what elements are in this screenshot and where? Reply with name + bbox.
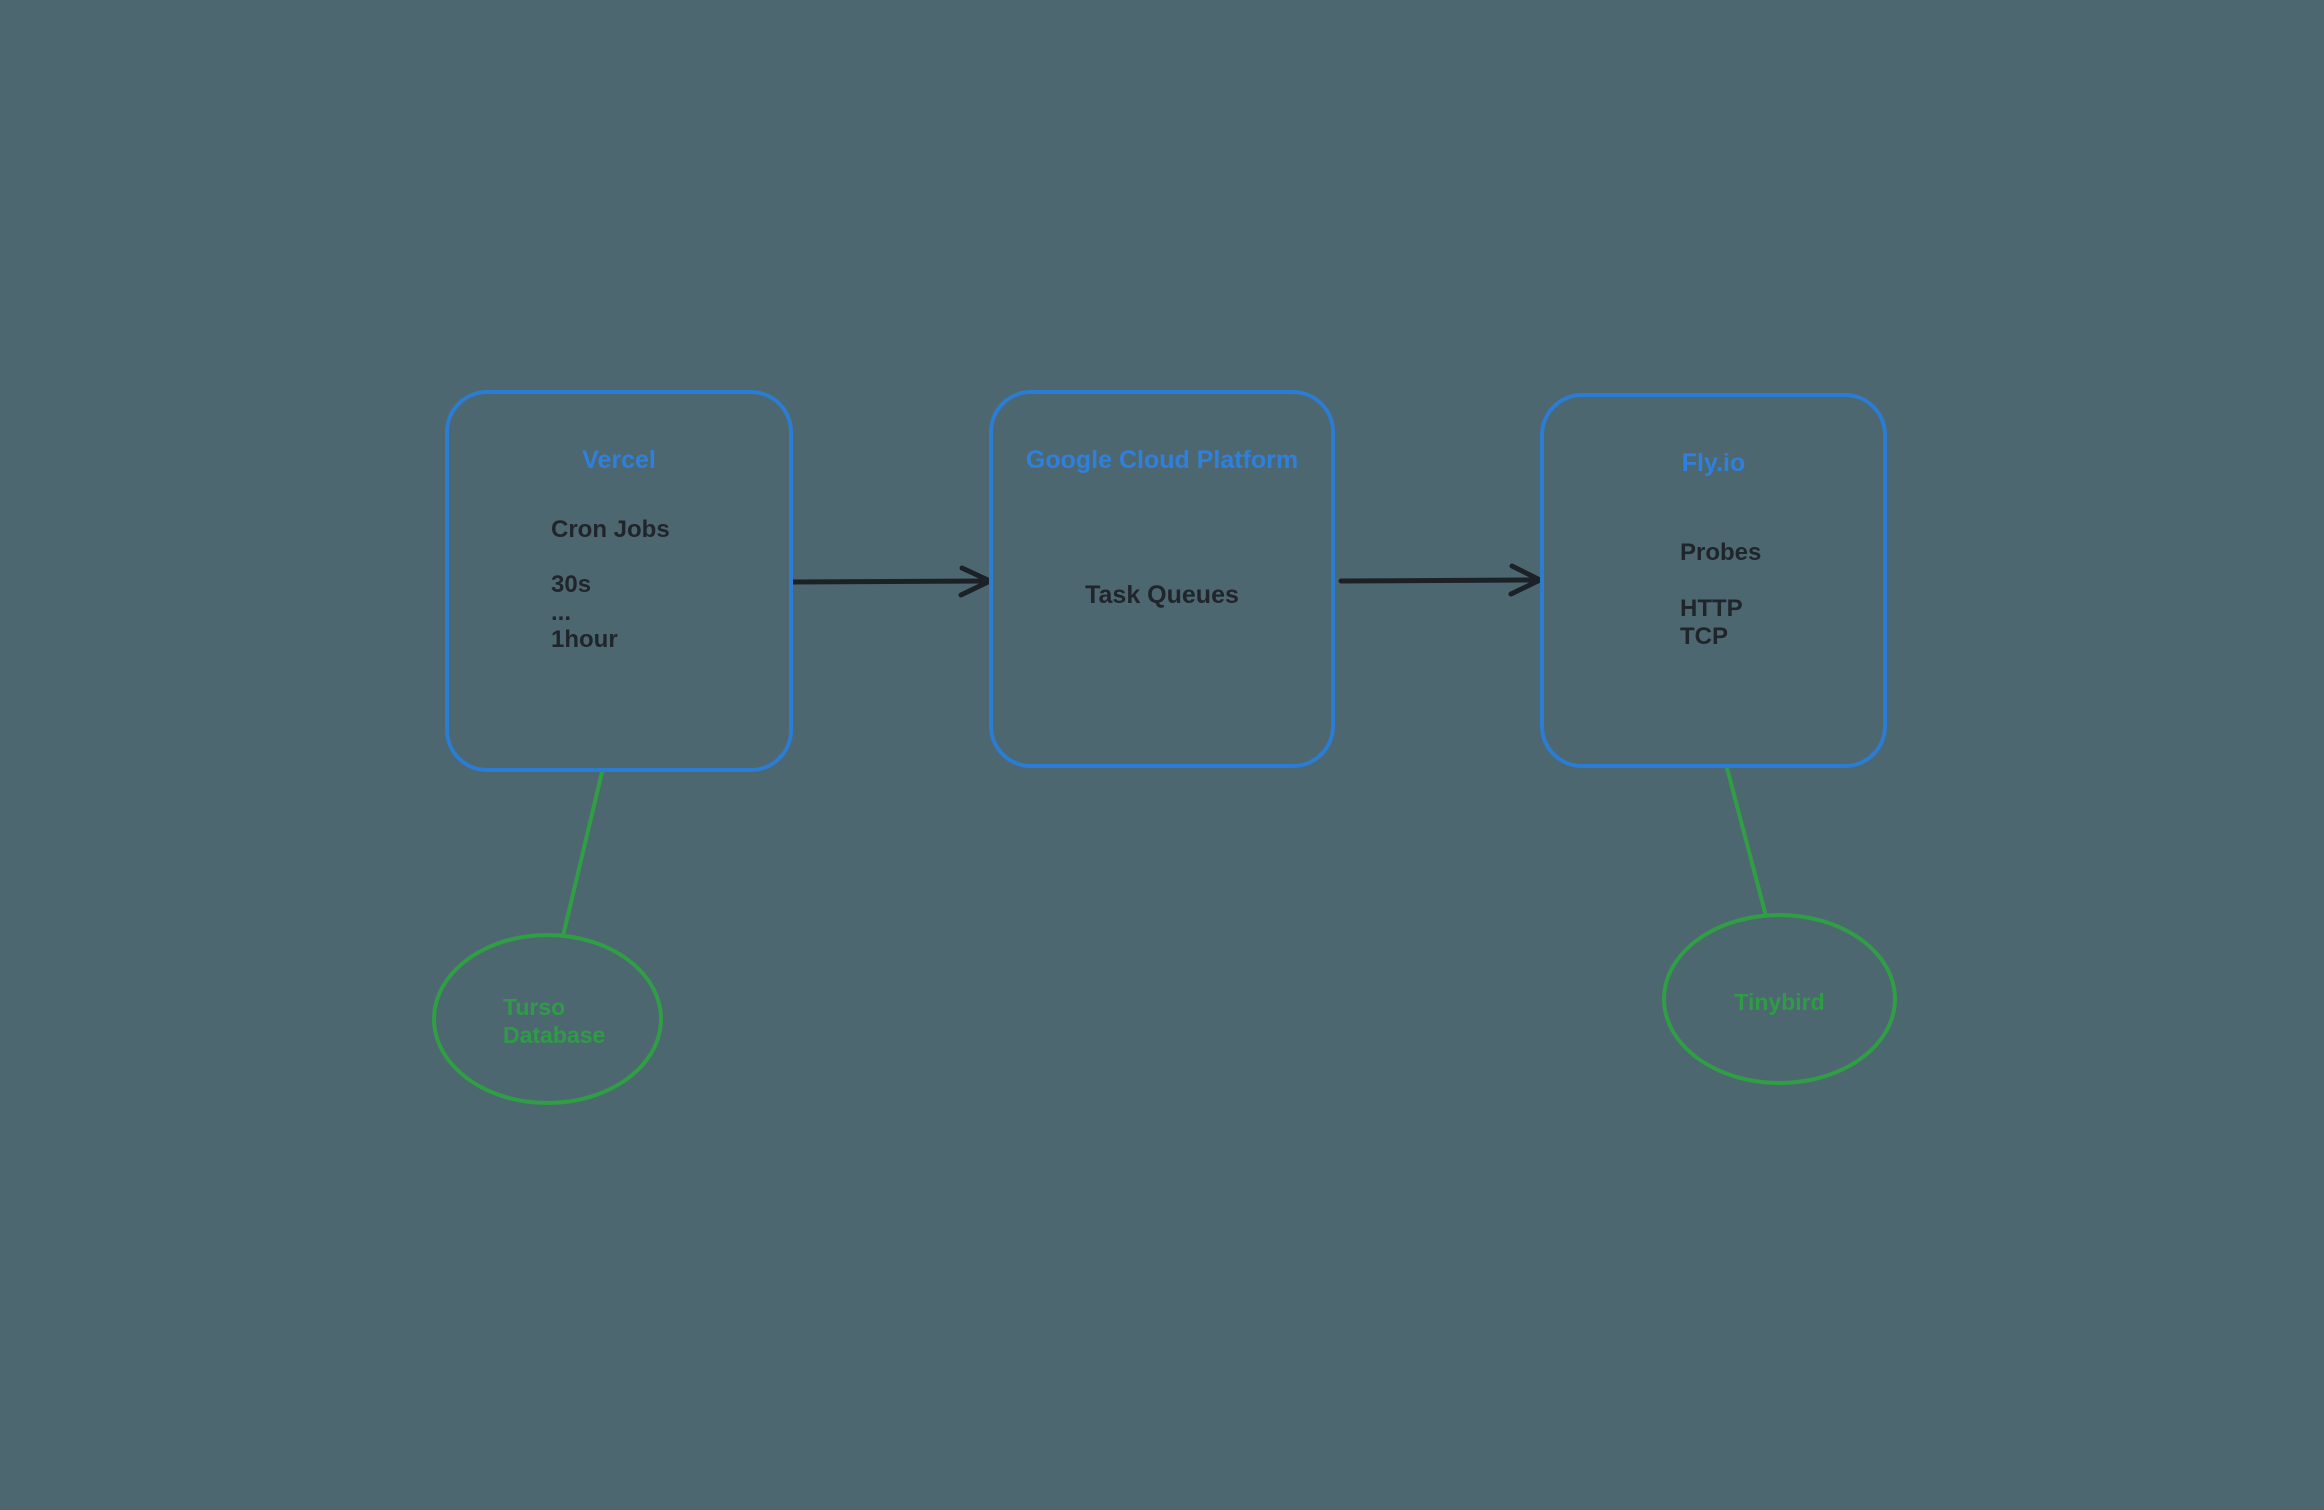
node-flyio-title: Fly.io bbox=[1681, 449, 1746, 477]
turso-database-label: Turso Database bbox=[503, 993, 605, 1049]
connector-vercel-to-turso bbox=[561, 770, 604, 938]
arrow-gcp-to-flyio bbox=[1338, 563, 1543, 597]
flyio-body-line: Probes bbox=[1680, 539, 1762, 566]
flyio-body-line: TCP bbox=[1680, 623, 1728, 650]
node-flyio: Fly.io bbox=[1540, 393, 1887, 768]
turso-label-line: Database bbox=[503, 1022, 606, 1048]
vercel-body-line: 30s bbox=[551, 571, 592, 598]
vercel-body-line: Cron Jobs bbox=[551, 516, 670, 543]
node-vercel-title: Vercel bbox=[582, 446, 656, 474]
vercel-body-line: 1hour bbox=[551, 626, 618, 653]
connector-flyio-to-tinybird bbox=[1725, 766, 1768, 918]
node-gcp-title: Google Cloud Platform bbox=[1025, 446, 1299, 474]
node-google-cloud-platform: Google Cloud Platform bbox=[989, 390, 1335, 768]
tinybird-label: Tinybird bbox=[1734, 989, 1825, 1015]
turso-label-line: Turso bbox=[503, 994, 566, 1020]
vercel-body-line: ... bbox=[551, 598, 572, 626]
blank-line bbox=[1680, 567, 1761, 595]
node-turso-database bbox=[432, 933, 663, 1105]
node-gcp-body: Task Queues bbox=[1085, 581, 1239, 609]
arrow-vercel-to-gcp bbox=[790, 565, 993, 598]
node-vercel: Vercel bbox=[445, 390, 793, 772]
flyio-body-line: HTTP bbox=[1680, 595, 1743, 622]
node-tinybird bbox=[1662, 913, 1897, 1085]
node-vercel-body: Cron Jobs 30s ... 1hour bbox=[551, 516, 670, 654]
node-flyio-body: Probes HTTP TCP bbox=[1680, 539, 1761, 651]
blank-line bbox=[551, 544, 670, 572]
